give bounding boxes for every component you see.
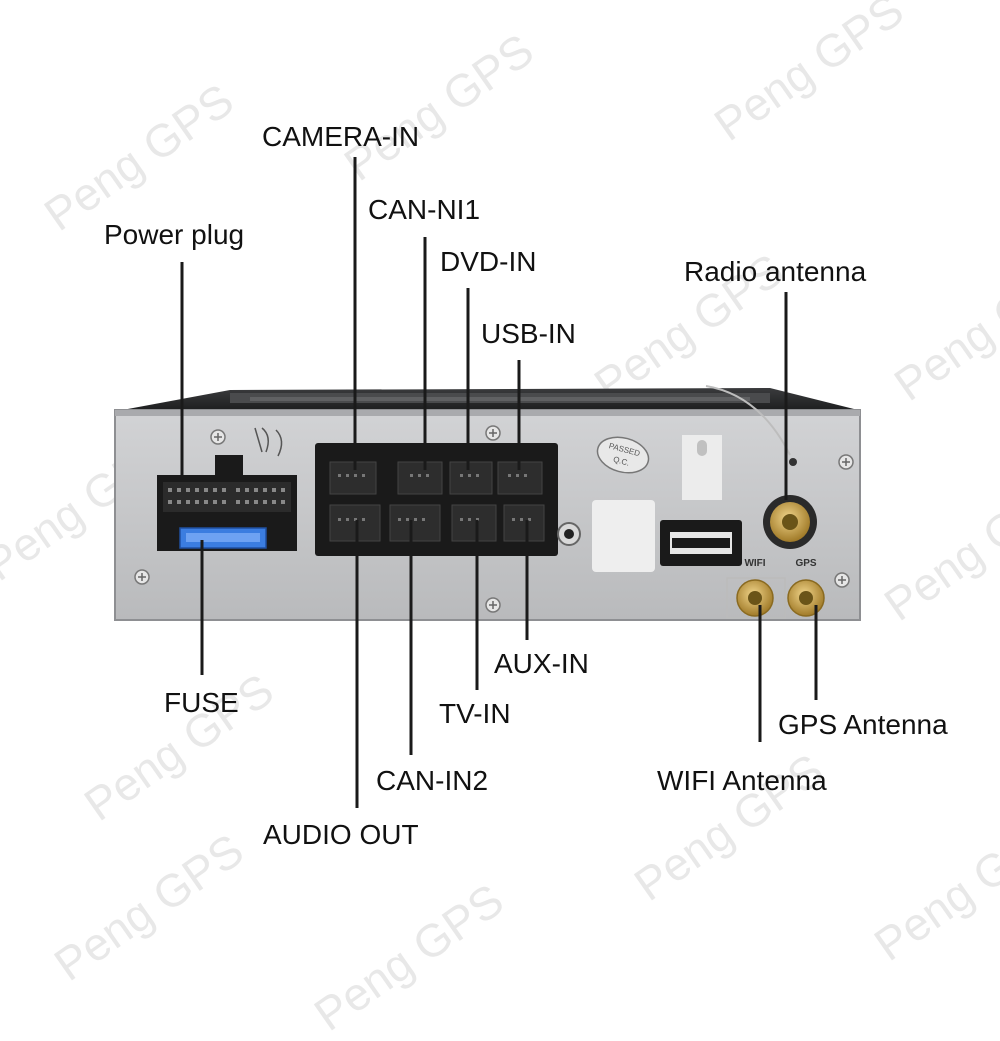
label-aux-in: AUX-IN	[494, 648, 589, 679]
camera-in-socket	[329, 461, 377, 495]
tv-in-socket	[451, 504, 497, 542]
dvd-in-socket	[449, 461, 493, 495]
heatsink-top	[122, 388, 858, 410]
gps-sma-connector	[787, 579, 825, 617]
label-tv-in: TV-IN	[439, 698, 511, 729]
label-camera-in: CAMERA-IN	[262, 121, 420, 152]
multi-connector-block	[315, 443, 558, 556]
qc-passed-stamp: PASSED Q.C.	[596, 436, 650, 474]
head-unit-rear-panel: PASSED Q.C. WIFI GPS	[114, 157, 861, 808]
wifi-port-text: WIFI	[744, 558, 765, 569]
label-can-in2: CAN-IN2	[376, 765, 489, 796]
handwritten-mark	[254, 427, 283, 457]
aux-in-socket	[503, 504, 545, 542]
wifi-sma-connector	[726, 577, 786, 619]
label-audio-out: AUDIO OUT	[263, 819, 419, 850]
label-can-ni1: CAN-NI1	[368, 194, 481, 225]
can-in2-socket	[389, 504, 441, 542]
qc-stamp-bottom-text: Q.C.	[612, 455, 630, 468]
radio-antenna-wire	[705, 385, 791, 456]
label-radio-antenna: Radio antenna	[684, 256, 867, 287]
leader-lines	[180, 157, 818, 808]
label-gps-antenna: GPS Antenna	[778, 709, 948, 740]
audio-out-socket	[329, 504, 381, 542]
power-plug-connector	[157, 455, 297, 551]
radio-antenna-connector	[763, 495, 817, 549]
usb-port	[660, 520, 742, 566]
label-usb-in: USB-IN	[481, 318, 576, 349]
label-dvd-in: DVD-IN	[440, 246, 537, 277]
label-wifi-antenna: WIFI Antenna	[657, 765, 827, 796]
label-fuse: FUSE	[164, 687, 239, 718]
label-pad	[592, 500, 655, 572]
aux-jack	[557, 522, 581, 546]
gps-port-text: GPS	[795, 558, 816, 569]
can-in1-socket	[397, 461, 443, 495]
label-power-plug: Power plug	[104, 219, 245, 250]
